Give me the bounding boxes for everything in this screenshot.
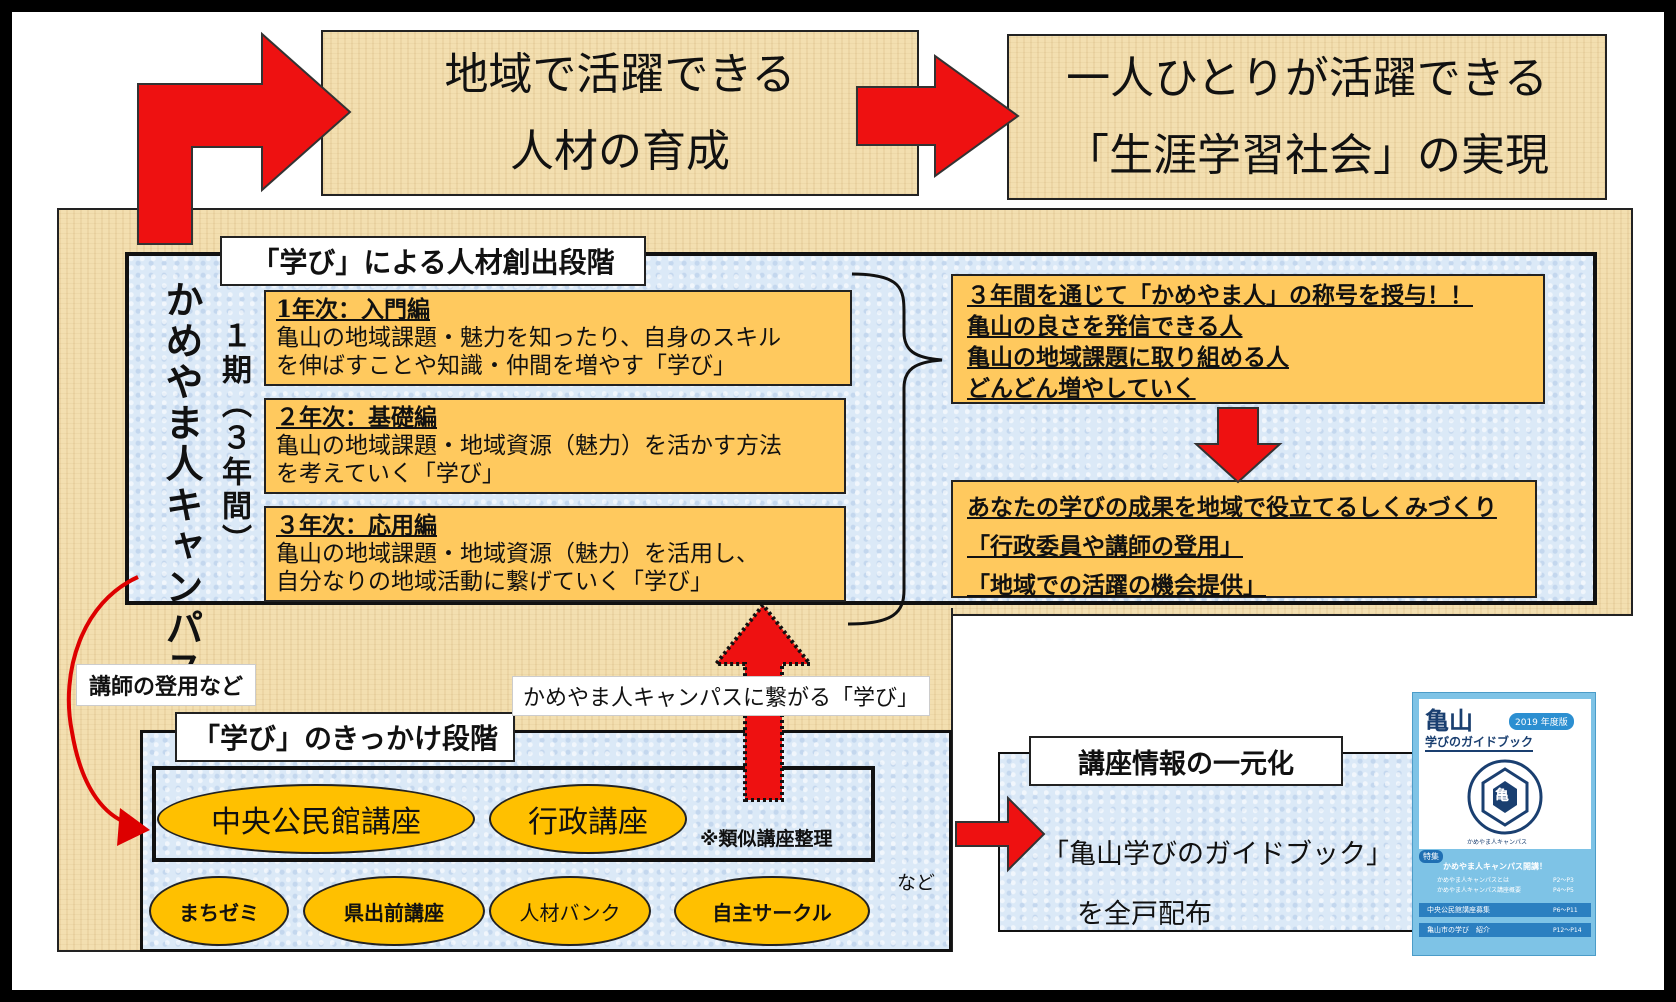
guidebook-row4-bar: [1419, 923, 1591, 937]
right-arrow-info-icon: [955, 795, 1046, 873]
year2-line2: を考えていく「学び」: [276, 461, 505, 487]
year3-title: ３年次：応用編: [276, 512, 437, 539]
goal-talent-line2: 人材の育成: [510, 126, 730, 177]
campus-vertical-title: かめやま人キャンパス: [159, 280, 203, 690]
goal-box-society: 一人ひとりが活躍できる 「生涯学習社会」の実現: [1007, 34, 1607, 200]
campus-vertical-period: １期（３年間）: [216, 320, 251, 558]
curved-arrow-head-icon: [117, 808, 150, 846]
info-label: 講座情報の一元化: [1029, 736, 1343, 786]
year1-line2: を伸ばすことや知識・仲間を増やす「学び」: [276, 353, 736, 379]
year1-line1: 亀山の地域課題・魅力を知ったり、自身のスキル: [276, 325, 782, 351]
year1-box: 1年次：入門編 亀山の地域課題・魅力を知ったり、自身のスキル を伸ばすことや知識…: [264, 290, 852, 386]
goal-box-talent: 地域で活躍できる 人材の育成: [321, 30, 919, 196]
curved-arrow-icon: [66, 575, 139, 826]
course-administrative: 行政講座: [489, 784, 687, 854]
guidebook-row2-pages: P4〜P5: [1553, 887, 1574, 894]
year3-line1: 亀山の地域課題・地域資源（魅力）を活用し、: [276, 541, 759, 567]
year2-line1: 亀山の地域課題・地域資源（魅力）を活かす方法: [276, 433, 782, 459]
l-arrow-icon: [137, 31, 352, 245]
campus-stage-label: 「学び」による人材創出段階: [220, 236, 646, 286]
course-central-hall: 中央公民館講座: [157, 784, 475, 854]
goal-talent-line1: 地域で活躍できる: [444, 49, 796, 100]
result-line2: 亀山の良さを発信できる人: [967, 313, 1243, 340]
course-machi-zemi: まちゼミ: [149, 876, 289, 946]
result-line1: ３年間を通じて「かめやま人」の称号を授与！！: [967, 282, 1473, 309]
outcome-box: あなたの学びの成果を地域で役立てるしくみづくり 「行政委員や講師の登用」 「地域…: [951, 480, 1537, 599]
guidebook-row3: 中央公民館講座募集: [1427, 906, 1490, 914]
diagram-canvas: 地域で活躍できる 人材の育成 一人ひとりが活躍できる 「生涯学習社会」の実現 「…: [12, 12, 1664, 990]
guidebook-cover: 亀山 2019 年度版 学びのガイドブック 亀 かめやま人キャンパス 特集 かめ…: [1412, 692, 1596, 956]
goal-society-line1: 一人ひとりが活躍できる: [1066, 53, 1548, 104]
guidebook-row1: かめやま人キャンパスとは: [1437, 877, 1510, 884]
result-line3: 亀山の地域課題に取り組める人: [967, 344, 1289, 371]
year1-title: 1年次：入門編: [276, 296, 431, 323]
year2-title: ２年次：基礎編: [276, 404, 437, 431]
similar-course-box: [152, 766, 875, 862]
outcome-line1: あなたの学びの成果を地域で役立てるしくみづくり: [967, 494, 1497, 521]
guidebook-subtitle: 学びのガイドブック: [1425, 733, 1534, 752]
right-arrow-top-icon: [856, 54, 1020, 178]
outcome-line3: 「地域での活躍の機会提供」: [967, 572, 1266, 599]
info-line2: を全戸配布: [1077, 899, 1212, 930]
year3-box: ３年次：応用編 亀山の地域課題・地域資源（魅力）を活用し、 自分なりの地域活動に…: [264, 506, 846, 602]
guidebook-seal-char: 亀: [1495, 788, 1509, 804]
outcome-line2: 「行政委員や講師の登用」: [967, 533, 1243, 560]
info-line1: 「亀山学びのガイドブック」: [1042, 839, 1393, 870]
down-arrow-icon: [1193, 407, 1283, 484]
guidebook-row3-pages: P6〜P11: [1553, 907, 1578, 914]
guidebook-row1-pages: P2〜P3: [1553, 877, 1574, 884]
guidebook-banner-title: かめやま人キャンパス開講！: [1443, 862, 1547, 871]
year3-line2: 自分なりの地域活動に繋げていく「学び」: [276, 569, 713, 595]
result-line4: どんどん増やしていく: [967, 375, 1196, 402]
guidebook-title: 亀山: [1425, 707, 1473, 735]
arrows-layer-back: [137, 31, 1020, 245]
kikkake-stage-label: 「学び」のきっかけ段階: [175, 712, 515, 762]
guidebook-row2: かめやま人キャンパス講座概要: [1437, 887, 1522, 894]
goal-society-line2: 「生涯学習社会」の実現: [1065, 130, 1549, 181]
connect-label: かめやま人キャンパスに繋がる「学び」: [512, 676, 931, 716]
result-box: ３年間を通じて「かめやま人」の称号を授与！！ 亀山の良さを発信できる人 亀山の地…: [951, 274, 1545, 404]
guidebook-tag: 特集: [1419, 850, 1443, 863]
guidebook-seal-text: かめやま人キャンパス: [1467, 839, 1528, 846]
similar-course-note: ※類似講座整理: [700, 828, 833, 850]
brace-icon: [847, 272, 943, 626]
course-circle: 自主サークル: [674, 876, 870, 946]
course-talent-bank: 人材バンク: [489, 876, 651, 946]
instructor-label: 講師の登用など: [76, 664, 257, 706]
etc-label: など: [897, 872, 936, 894]
guidebook-row4: 亀山市の学び 紹介: [1427, 926, 1490, 934]
year2-box: ２年次：基礎編 亀山の地域課題・地域資源（魅力）を活かす方法 を考えていく「学び…: [264, 398, 846, 494]
arrows-layer-front: [66, 272, 1283, 873]
course-prefecture: 県出前講座: [303, 876, 485, 946]
turtle-seal-icon: [1467, 759, 1543, 835]
guidebook-row3-bar: [1419, 903, 1591, 917]
guidebook-year-badge: 2019 年度版: [1509, 713, 1574, 730]
guidebook-row4-pages: P12〜P14: [1553, 927, 1582, 934]
